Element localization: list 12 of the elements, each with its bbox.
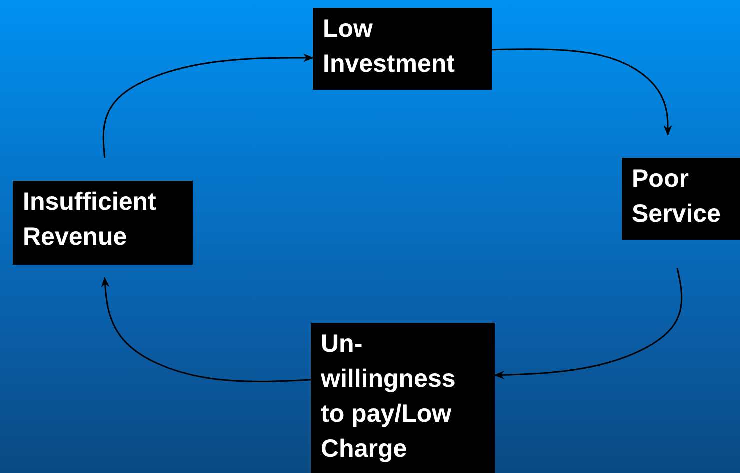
- label-box: [13, 181, 193, 265]
- box-label: Insufficient Revenue: [23, 187, 158, 253]
- curved-arrow: [492, 48, 672, 136]
- label-box: [311, 323, 495, 473]
- label-box: [313, 8, 492, 90]
- box-label: Poor Service: [632, 164, 722, 230]
- curved-arrow: [101, 276, 312, 382]
- box-label: Un- willingness to pay/Low Charge: [321, 329, 457, 465]
- curved-arrow: [494, 268, 683, 380]
- label-box: [622, 158, 740, 240]
- box-label: Low Investment: [323, 14, 456, 80]
- curved-arrow: [102, 54, 314, 158]
